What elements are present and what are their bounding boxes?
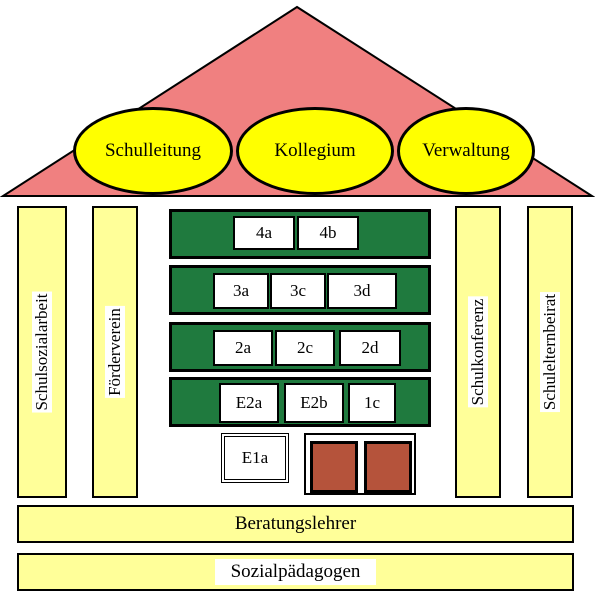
class-3d: 3d [327,273,397,309]
class-e2a-label: E2a [235,393,263,412]
beam-sozialpaedagogen: Sozialpädagogen [17,553,574,591]
pillar-schulelternbeirat-label: Schulelternbeirat [540,291,560,413]
oval-schulleitung: Schulleitung [73,107,233,195]
class-4b-label: 4b [319,223,337,242]
class-3a-label: 3a [232,281,250,300]
pillar-schulsozialarbeit-label: Schulsozialarbeit [32,291,52,413]
oval-schulleitung-label: Schulleitung [104,140,202,161]
beam-sozialpaedagogen-label: Sozialpädagogen [214,559,377,585]
pillar-foerderverein-label: Förderverein [105,306,125,398]
class-e2a: E2a [219,383,279,423]
pillar-foerderverein: Förderverein [92,206,138,498]
pillar-schulkonferenz: Schulkonferenz [455,206,501,498]
class-2d: 2d [339,330,401,366]
beam-beratungslehrer: Beratungslehrer [17,505,574,543]
pillar-schulkonferenz-label: Schulkonferenz [468,296,488,408]
door-right [364,441,412,493]
class-3a: 3a [213,273,269,309]
class-2a-label: 2a [234,338,252,357]
class-1c-label: 1c [363,393,381,412]
oval-kollegium-label: Kollegium [274,140,356,161]
class-e1a-label: E1a [241,448,269,467]
oval-verwaltung: Verwaltung [397,107,535,195]
door-left [310,441,358,493]
beam-beratungslehrer-label: Beratungslehrer [234,513,357,534]
pillar-schulsozialarbeit: Schulsozialarbeit [17,206,67,498]
class-1c: 1c [348,383,396,423]
class-3d-label: 3d [353,281,371,300]
oval-verwaltung-label: Verwaltung [422,140,510,161]
class-2d-label: 2d [361,338,379,357]
pillar-schulelternbeirat: Schulelternbeirat [527,206,573,498]
class-4a-label: 4a [255,223,273,242]
class-3c: 3c [270,273,326,309]
class-e1a: E1a [221,433,289,483]
class-2c: 2c [275,330,335,366]
oval-kollegium: Kollegium [236,107,394,195]
class-4b: 4b [297,216,359,250]
class-2a: 2a [213,330,273,366]
class-4a: 4a [233,216,295,250]
class-2c-label: 2c [296,338,314,357]
class-e2b: E2b [284,383,344,423]
class-e2b-label: E2b [300,393,328,412]
class-3c-label: 3c [289,281,307,300]
